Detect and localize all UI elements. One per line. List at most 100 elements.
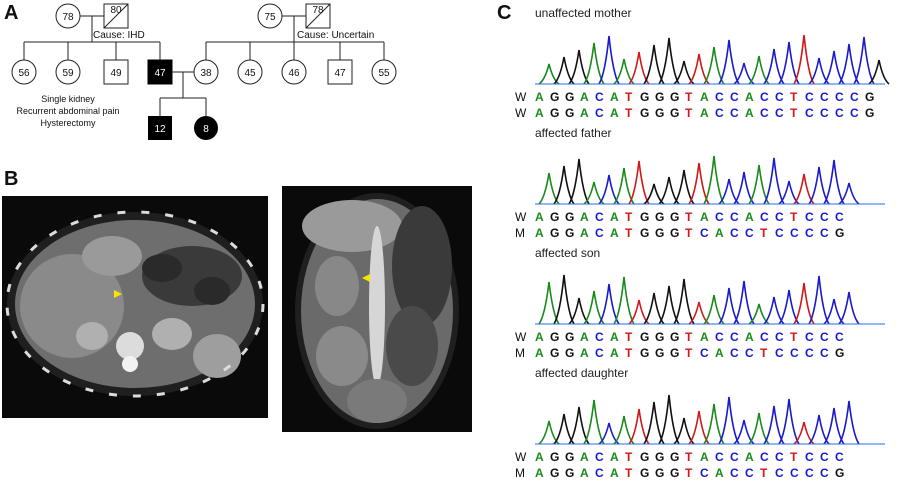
- base-letter: A: [610, 90, 619, 104]
- base-letter: A: [580, 346, 589, 360]
- trace-peak: [793, 282, 815, 325]
- panel-c-letter: C: [497, 2, 512, 24]
- base-letter: C: [775, 330, 784, 344]
- base-letter: C: [820, 210, 829, 224]
- trace-peak: [718, 39, 740, 85]
- gen2-male-3: [103, 59, 129, 85]
- trace-peak: [808, 414, 830, 445]
- base-letter: G: [640, 450, 650, 464]
- trace-peak: [568, 158, 590, 205]
- gen2-female-7: [281, 59, 307, 85]
- trace-peak: [808, 166, 830, 205]
- trace-peak: [568, 297, 590, 325]
- sequence-row-label: W: [515, 90, 527, 104]
- trace-peak: [658, 394, 680, 445]
- base-letter: T: [790, 210, 798, 224]
- sequence-row-label: W: [515, 210, 527, 224]
- base-letter: C: [595, 226, 604, 240]
- base-letter: C: [805, 106, 814, 120]
- base-letter: C: [730, 106, 739, 120]
- chromatogram-4: [535, 394, 885, 445]
- base-letter: C: [760, 90, 769, 104]
- base-letter: C: [775, 466, 784, 480]
- trace-peak: [808, 57, 830, 85]
- base-letter: G: [670, 450, 680, 464]
- base-letter: T: [760, 226, 768, 240]
- trace-peak: [583, 181, 605, 205]
- base-letter: A: [745, 106, 754, 120]
- base-letter: T: [790, 450, 798, 464]
- trace-peak: [583, 42, 605, 85]
- trace-peak: [673, 60, 695, 85]
- base-letter: G: [640, 210, 650, 224]
- trace-peak: [688, 162, 710, 205]
- base-letter: A: [535, 226, 544, 240]
- base-letter: C: [715, 90, 724, 104]
- base-letter: C: [745, 346, 754, 360]
- trace-peak: [643, 292, 665, 325]
- base-letter: C: [730, 466, 739, 480]
- trace-peak: [808, 275, 830, 325]
- base-letter: T: [790, 106, 798, 120]
- base-letter: A: [535, 466, 544, 480]
- gen2-age-1: 56: [18, 68, 30, 79]
- trace-peak: [778, 398, 800, 445]
- base-letter: C: [790, 226, 799, 240]
- base-letter: T: [685, 346, 693, 360]
- base-letter: A: [610, 346, 619, 360]
- base-letter: A: [700, 210, 709, 224]
- base-letter: C: [730, 450, 739, 464]
- gen2-female-9: [371, 59, 397, 85]
- base-letter: C: [820, 226, 829, 240]
- base-letter: C: [730, 90, 739, 104]
- trace-peak: [868, 59, 890, 85]
- base-letter: G: [655, 90, 665, 104]
- gen2-female-2: [55, 59, 81, 85]
- trace-peak: [628, 408, 650, 445]
- base-letter: G: [835, 346, 845, 360]
- base-letter: T: [685, 330, 693, 344]
- trace-peak: [613, 415, 635, 445]
- trace-peak: [658, 37, 680, 85]
- base-letter: A: [610, 226, 619, 240]
- base-letter: C: [715, 106, 724, 120]
- base-letter: C: [760, 330, 769, 344]
- base-letter: G: [835, 466, 845, 480]
- base-letter: C: [775, 226, 784, 240]
- base-letter: G: [565, 90, 575, 104]
- trace-peak: [613, 276, 635, 325]
- base-letter: G: [565, 226, 575, 240]
- base-letter: C: [820, 346, 829, 360]
- trace-peak: [823, 159, 845, 205]
- base-letter: A: [580, 106, 589, 120]
- sequence-row-label: W: [515, 330, 527, 344]
- base-letter: A: [610, 450, 619, 464]
- trace-peak: [793, 173, 815, 205]
- base-letter: G: [565, 210, 575, 224]
- gen2-male-8: [327, 59, 353, 85]
- sequence-row-label: W: [515, 106, 527, 120]
- base-letter: C: [835, 330, 844, 344]
- gen3-affected-daughter: [194, 116, 218, 140]
- gen1-left-cause: Cause: IHD: [93, 30, 145, 41]
- base-letter: G: [565, 450, 575, 464]
- base-letter: C: [805, 226, 814, 240]
- base-letter: C: [595, 210, 604, 224]
- base-letter: T: [790, 330, 798, 344]
- trace-peak: [838, 400, 860, 445]
- base-letter: G: [565, 346, 575, 360]
- trace-peak: [598, 174, 620, 205]
- trace-peak: [673, 278, 695, 325]
- trace-peak: [703, 294, 725, 325]
- base-letter: C: [850, 90, 859, 104]
- trace-peak: [778, 289, 800, 325]
- base-letter: C: [790, 466, 799, 480]
- base-letter: C: [700, 226, 709, 240]
- sequence-row-label: M: [515, 346, 525, 360]
- trace-peak: [568, 406, 590, 445]
- trace-peak: [703, 403, 725, 445]
- base-letter: C: [715, 210, 724, 224]
